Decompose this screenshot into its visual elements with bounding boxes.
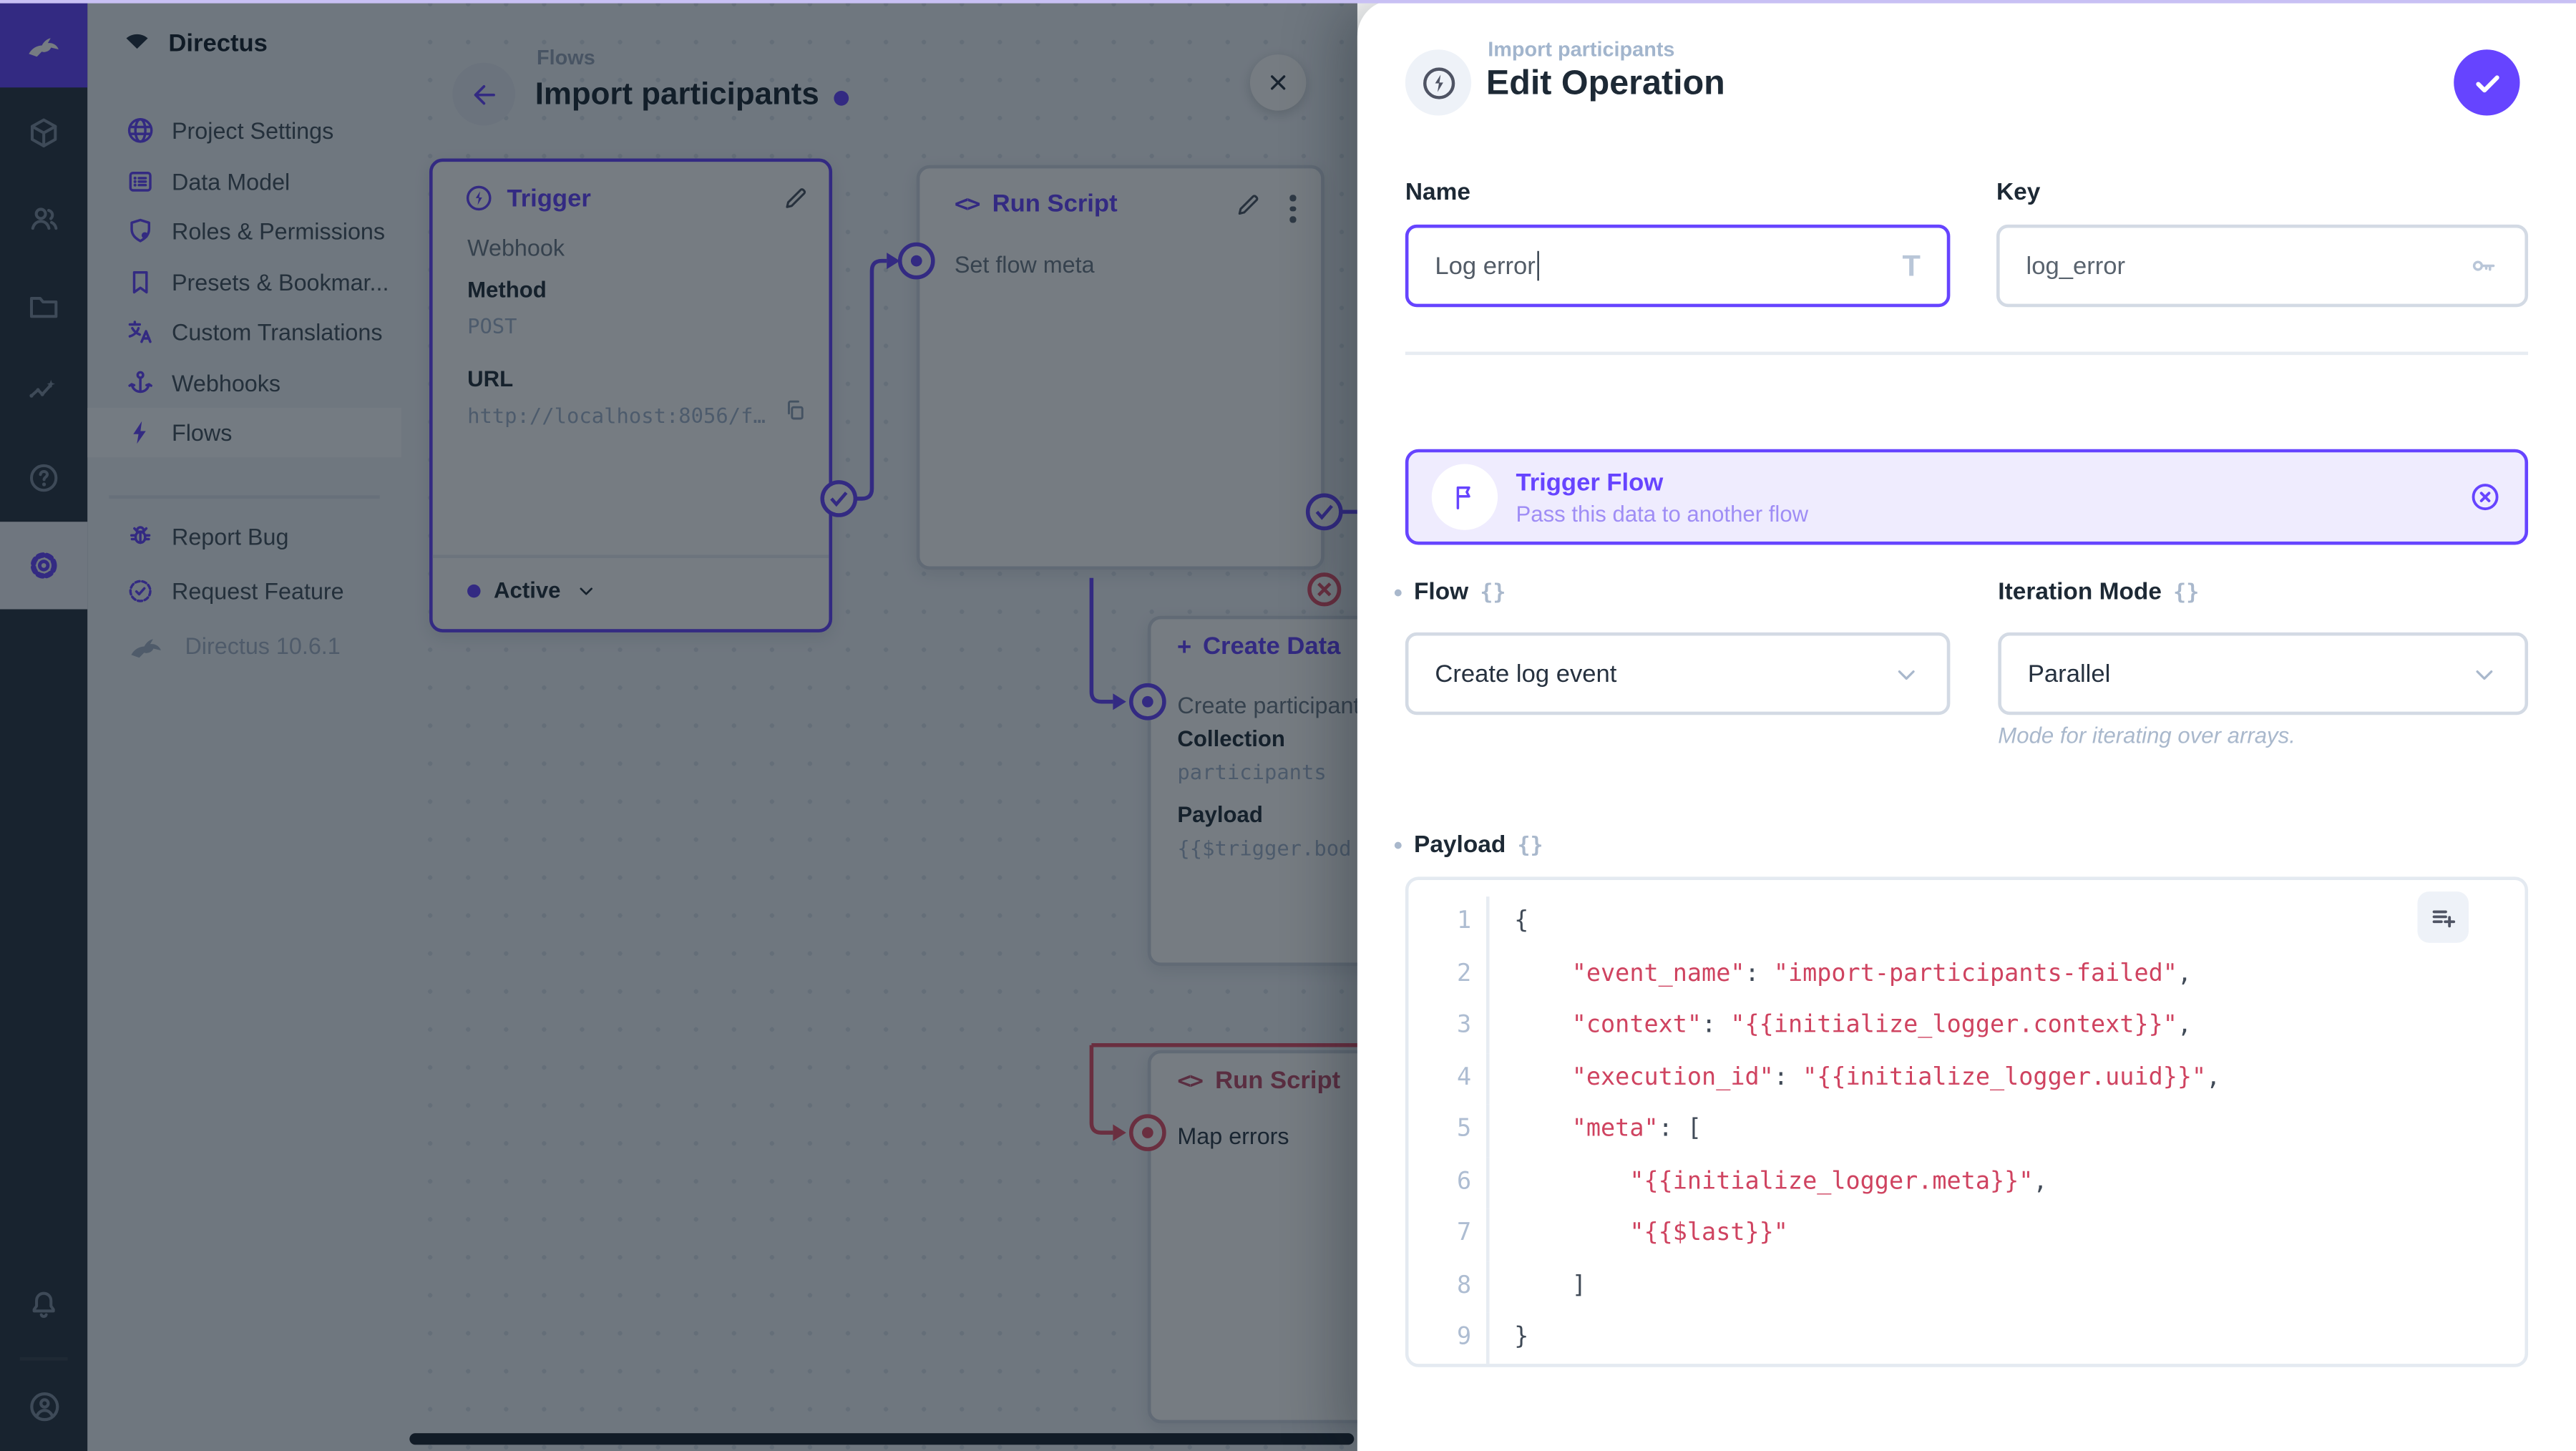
name-input[interactable]: Log error T: [1405, 224, 1951, 308]
chevron-down-icon: [1893, 660, 1921, 688]
iteration-mode-label: Iteration Mode {}: [1998, 579, 2200, 606]
raw-value-icon[interactable]: {}: [1517, 833, 1543, 858]
code-line: 6 "{{initialize_logger.meta}}",: [1408, 1156, 2524, 1209]
payload-code-editor[interactable]: 1{2 "event_name": "import-participants-f…: [1405, 876, 2529, 1367]
banner-texts: Trigger Flow Pass this data to another f…: [1516, 468, 1808, 526]
flag-circle: [1431, 464, 1498, 530]
title-formatter-icon[interactable]: T: [1902, 248, 1921, 282]
iteration-mode-select[interactable]: Parallel: [1998, 632, 2529, 715]
flag-icon: [1450, 482, 1480, 512]
line-number: 7: [1408, 1208, 1490, 1261]
key-label: Key: [1996, 180, 2041, 207]
bolt-circle-icon: [1419, 64, 1457, 102]
required-dot: •: [1393, 831, 1402, 860]
divider: [1405, 351, 2529, 354]
line-number: 6: [1408, 1156, 1490, 1209]
edit-operation-drawer: Import participants Edit Operation Name …: [1357, 0, 2576, 1451]
required-dot: •: [1393, 578, 1402, 607]
payload-label: • Payload {}: [1393, 831, 1543, 860]
drawer-dim-overlay[interactable]: [0, 0, 1357, 1451]
line-number: 2: [1408, 948, 1490, 1001]
code-line: 2 "event_name": "import-participants-fai…: [1408, 948, 2524, 1001]
name-label: Name: [1405, 180, 1470, 207]
trigger-flow-banner[interactable]: Trigger Flow Pass this data to another f…: [1405, 449, 2529, 545]
code-line: 8 ]: [1408, 1260, 2524, 1313]
code-line: 4 "execution_id": "{{initialize_logger.u…: [1408, 1052, 2524, 1105]
line-number: 3: [1408, 1000, 1490, 1053]
drawer-breadcrumb: Import participants: [1488, 38, 1675, 62]
raw-value-icon[interactable]: {}: [1480, 580, 1506, 605]
iteration-mode-hint: Mode for iterating over arrays.: [1998, 723, 2296, 748]
line-number: 5: [1408, 1104, 1490, 1157]
line-number: 4: [1408, 1052, 1490, 1105]
check-icon: [2469, 65, 2504, 99]
operation-icon-circle: [1405, 49, 1472, 116]
chevron-down-icon: [2470, 660, 2498, 688]
code-line: 3 "context": "{{initialize_logger.contex…: [1408, 1000, 2524, 1053]
flow-select[interactable]: Create log event: [1405, 632, 1951, 715]
accent-topline: [0, 0, 2576, 4]
raw-value-icon[interactable]: {}: [2173, 580, 2200, 605]
key-input[interactable]: log_error: [1996, 224, 2529, 308]
save-button[interactable]: [2454, 49, 2520, 116]
code-line: 7 "{{$last}}": [1408, 1208, 2524, 1261]
add-template-value-button[interactable]: [2417, 891, 2469, 943]
line-number: 1: [1408, 897, 1490, 949]
playlist-add-icon: [2428, 902, 2458, 932]
flow-label: • Flow {}: [1393, 578, 1506, 607]
drawer-title: Edit Operation: [1485, 64, 1725, 103]
text-cursor: [1537, 250, 1540, 281]
line-number: 8: [1408, 1260, 1490, 1313]
banner-subtitle: Pass this data to another flow: [1516, 501, 1809, 526]
banner-title: Trigger Flow: [1516, 468, 1664, 497]
remove-trigger-flow-icon[interactable]: [2469, 481, 2502, 514]
line-number: 9: [1408, 1312, 1490, 1364]
code-line: 5 "meta": [: [1408, 1104, 2524, 1157]
code-line: 9}: [1408, 1312, 2524, 1364]
code-line: 1{: [1408, 897, 2524, 949]
key-icon: [2469, 251, 2499, 281]
